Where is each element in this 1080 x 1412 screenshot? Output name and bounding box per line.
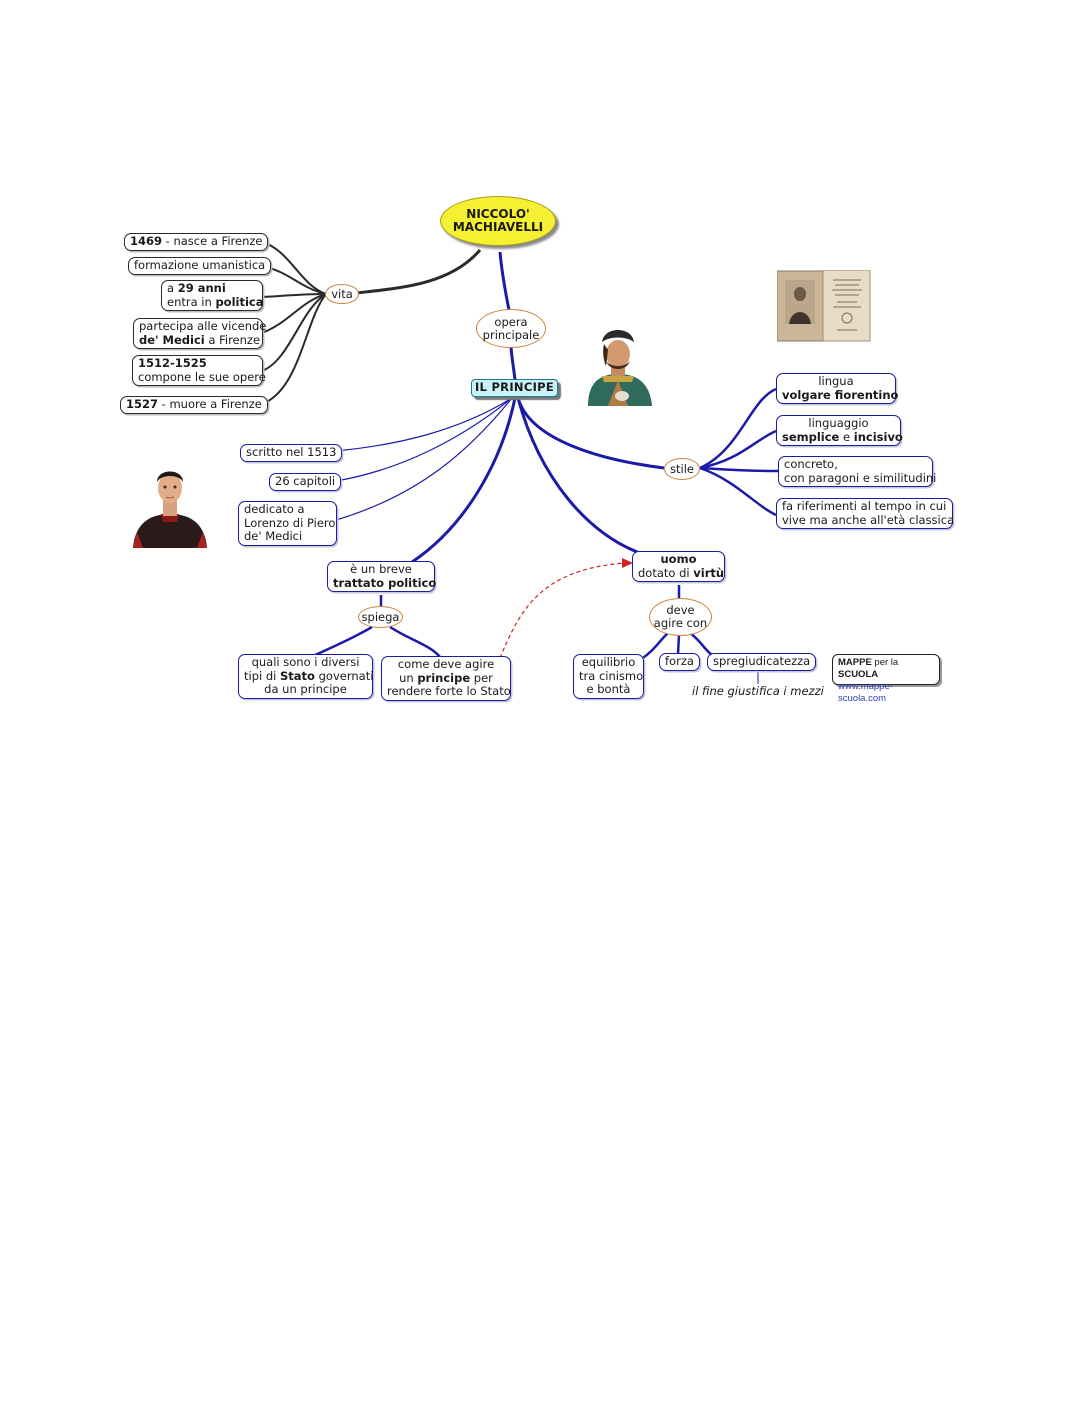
node-nascita: 1469 - nasce a Firenze xyxy=(124,233,269,251)
node-medici: partecipa alle vicende de' Medici a Fire… xyxy=(133,318,266,349)
link-stile: stile xyxy=(664,458,700,480)
brand-mappe-scuola: MAPPE per la SCUOLA www.mappe-scuola.com xyxy=(832,654,940,704)
node-il-principe: IL PRINCIPE xyxy=(471,379,558,397)
link-spiega: spiega xyxy=(358,606,403,628)
root-line-2: MACHIAVELLI xyxy=(452,220,544,234)
node-capitoli: 26 capitoli xyxy=(269,473,342,491)
node-opere: 1512-1525 compone le sue opere xyxy=(132,355,266,386)
brand-url: www.mappe-scuola.com xyxy=(838,681,893,704)
portrait-machiavelli-image xyxy=(133,471,207,548)
node-lingua: lingua volgare fiorentino xyxy=(776,373,898,404)
node-uomo-virtu: uomo dotato di virtù xyxy=(632,551,725,582)
node-linguaggio: linguaggio semplice e incisivo xyxy=(776,415,903,446)
root-node-machiavelli: NICCOLO' MACHIAVELLI xyxy=(440,196,556,246)
node-trattato: è un breve trattato politico xyxy=(327,561,436,592)
node-forza: forza xyxy=(659,653,700,671)
node-politica: a 29 anni entra in politica xyxy=(161,280,264,311)
portrait-cesare-borgia-image xyxy=(588,330,652,406)
node-tipi-stato: quali sono i diversi tipi di Stato gover… xyxy=(238,654,373,699)
node-concreto: concreto, con paragoni e similitudini xyxy=(778,456,936,487)
note-fine-mezzi: il fine giustifica i mezzi xyxy=(692,684,824,698)
root-line-1: NICCOLO' xyxy=(466,207,530,221)
book-cover-image xyxy=(777,270,871,342)
node-spregiudicatezza: spregiudicatezza xyxy=(707,653,817,671)
node-riferimenti: fa riferimenti al tempo in cui vive ma a… xyxy=(776,498,954,529)
node-dedicato: dedicato a Lorenzo di Piero de' Medici xyxy=(238,501,337,546)
link-vita: vita xyxy=(325,284,359,304)
node-come-agire: come deve agire un principe per rendere … xyxy=(381,656,511,701)
node-equilibrio: equilibrio tra cinismo e bontà xyxy=(573,654,644,699)
node-formazione: formazione umanistica xyxy=(128,257,272,275)
node-scritto: scritto nel 1513 xyxy=(240,444,343,462)
node-morte: 1527 - muore a Firenze xyxy=(120,396,268,414)
